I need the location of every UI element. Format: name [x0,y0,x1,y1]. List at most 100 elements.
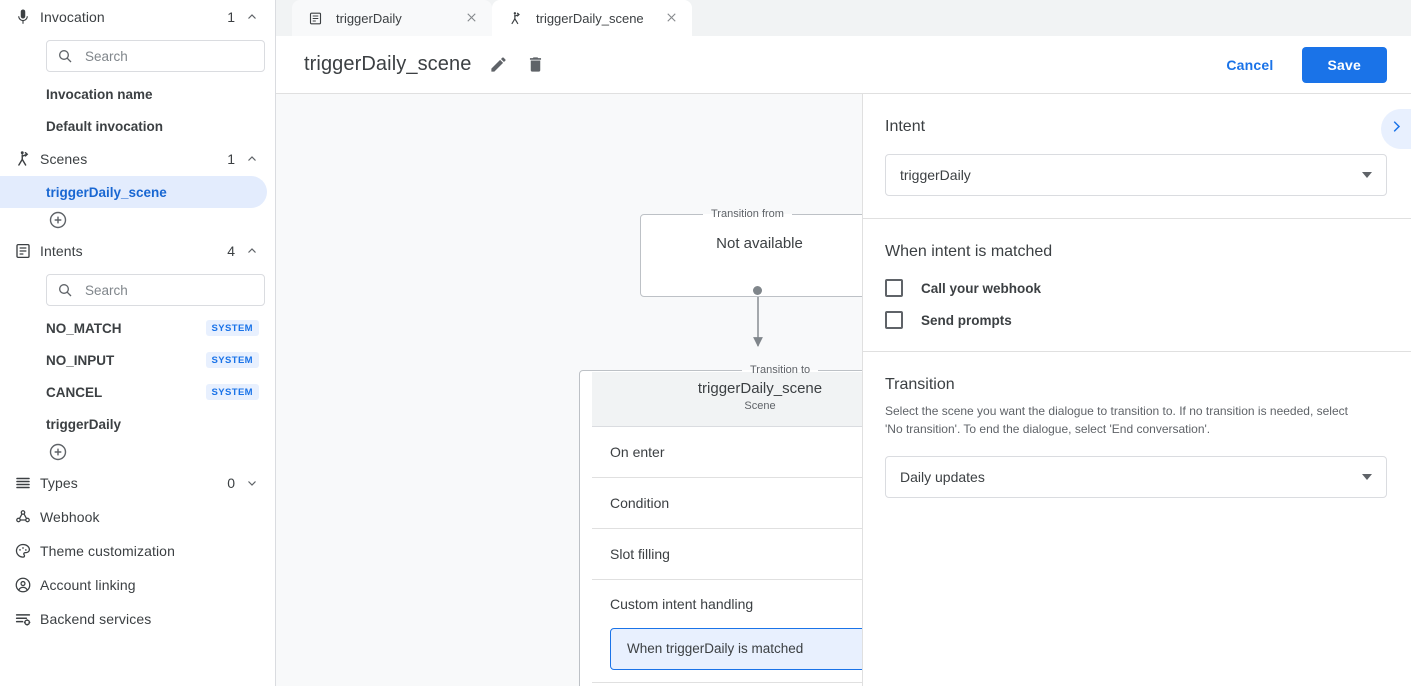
trash-icon[interactable] [526,55,545,74]
sidebar-item-no-input[interactable]: NO_INPUT SYSTEM [0,344,275,376]
search-icon [59,50,72,63]
sidebar-section-intents[interactable]: Intents 4 [0,234,275,268]
intent-heading: Intent [885,118,926,135]
scene-row-custom-intent-handling[interactable]: Custom intent handling + [592,580,862,628]
sidebar-item-webhook[interactable]: Webhook [0,500,275,534]
intents-search-box[interactable] [46,274,265,306]
sidebar-item-label: Account linking [40,577,136,593]
chevron-down-icon[interactable] [245,476,259,490]
scene-row-condition[interactable]: Condition + [592,478,862,529]
add-scene-icon[interactable] [48,210,68,230]
add-intent-row [0,440,275,466]
close-icon[interactable] [464,10,480,26]
close-icon[interactable] [664,10,680,26]
sidebar-item-label: triggerDaily [46,416,122,432]
sidebar-item-triggerdaily[interactable]: triggerDaily [0,408,275,440]
status-badge: SYSTEM [205,384,259,400]
transition-heading: Transition [885,376,955,393]
status-badge: SYSTEM [205,320,259,336]
sidebar-section-types[interactable]: Types 0 [0,466,275,500]
scene-canvas[interactable]: Transition from Not available Transition… [276,94,862,686]
sidebar-section-label: Invocation [40,9,105,25]
intents-search-input[interactable] [83,281,254,299]
intent-select[interactable]: triggerDaily [885,154,1387,196]
webhook-icon [14,508,40,526]
sidebar-item-invocation-name[interactable]: Invocation name [0,78,275,110]
checkbox-row-call-your-webhook[interactable]: Call your webhook [885,279,1387,297]
sidebar-item-no-match[interactable]: NO_MATCH SYSTEM [0,312,275,344]
scene-row-on-enter[interactable]: On enter + [592,427,862,478]
tab-triggerdaily[interactable]: triggerDaily [292,0,492,36]
sidebar-item-label: Webhook [40,509,100,525]
checkbox-row-send-prompts[interactable]: Send prompts [885,311,1387,329]
checkbox-send-prompts[interactable] [885,311,903,329]
sidebar-section-scenes[interactable]: Scenes 1 [0,142,275,176]
checkbox-label: Send prompts [921,312,1012,328]
sidebar-section-label: Types [40,475,78,491]
sidebar-section-count: 1 [227,151,235,167]
intents-icon [308,11,324,26]
search-icon [59,284,72,297]
types-icon [14,474,40,492]
backend-services-icon [14,610,40,628]
left-sidebar: Invocation 1 Invocation name Default inv… [0,0,276,686]
sidebar-section-label: Intents [40,243,83,259]
sidebar-section-count: 4 [227,243,235,259]
transition-select-value: Daily updates [900,469,985,485]
panel-collapse-button[interactable] [1381,109,1411,149]
tab-bar: triggerDaily triggerDaily_scene [276,0,1411,36]
scene-row-system-intent-handling[interactable]: System intent handling + [592,683,862,686]
tab-label: triggerDaily [336,10,402,26]
intent-handler-chip[interactable]: When triggerDaily is matched [610,627,862,670]
sidebar-item-label: CANCEL [46,384,103,400]
sidebar-item-default-invocation[interactable]: Default invocation [0,110,275,142]
sidebar-section-invocation[interactable]: Invocation 1 [0,0,275,34]
cancel-button[interactable]: Cancel [1212,49,1287,81]
pencil-icon[interactable] [489,55,508,74]
intent-handler-label: When triggerDaily is matched [627,641,804,657]
palette-icon [14,542,40,560]
page-header: triggerDaily_scene Cancel Save [276,36,1411,94]
intents-icon [14,242,40,260]
sidebar-item-label: Default invocation [46,118,164,134]
invocation-search-box[interactable] [46,40,265,72]
chevron-up-icon[interactable] [245,152,259,166]
account-circle-icon [14,576,40,594]
microphone-icon [14,8,40,26]
panel-section-intent: Intent triggerDaily [863,94,1411,219]
sidebar-item-cancel[interactable]: CANCEL SYSTEM [0,376,275,408]
chevron-up-icon[interactable] [245,244,259,258]
checkbox-label: Call your webhook [921,280,1042,296]
scene-icon [14,150,40,168]
sidebar-item-triggerdaily-scene[interactable]: triggerDaily_scene [0,176,267,208]
scene-node-header: triggerDaily_scene Scene [592,371,862,427]
scene-row-label: Slot filling [610,545,670,562]
scene-row-label: On enter [610,443,665,460]
transition-from-node[interactable]: Transition from Not available [640,208,862,297]
sidebar-item-label: NO_INPUT [46,352,115,368]
chevron-right-icon [1389,119,1404,139]
sidebar-item-backend-services[interactable]: Backend services [0,602,275,636]
sidebar-section-count: 1 [227,9,235,25]
add-intent-icon[interactable] [48,442,68,462]
chevron-up-icon[interactable] [245,10,259,24]
invocation-search-wrap [0,34,275,78]
connector-dot-from [753,286,762,295]
transition-select[interactable]: Daily updates [885,456,1387,498]
page-title: triggerDaily_scene [304,53,472,75]
transition-from-legend: Transition from [711,208,784,220]
sidebar-item-theme-customization[interactable]: Theme customization [0,534,275,568]
save-button[interactable]: Save [1301,46,1387,83]
invocation-search-input[interactable] [83,47,254,65]
sidebar-item-account-linking[interactable]: Account linking [0,568,275,602]
tab-triggerdaily-scene[interactable]: triggerDaily_scene [492,0,692,36]
main-area: triggerDaily triggerDaily_scene [276,0,1411,686]
sidebar-item-label: NO_MATCH [46,320,122,336]
chevron-down-icon [1362,172,1372,178]
checkbox-call-your-webhook[interactable] [885,279,903,297]
sidebar-section-count: 0 [227,475,235,491]
intent-select-value: triggerDaily [900,167,971,183]
scene-node-card[interactable]: Transition to triggerDaily_scene Scene O… [579,364,862,686]
scene-row-slot-filling[interactable]: Slot filling + [592,529,862,580]
panel-section-transition: Transition Select the scene you want the… [863,352,1411,520]
